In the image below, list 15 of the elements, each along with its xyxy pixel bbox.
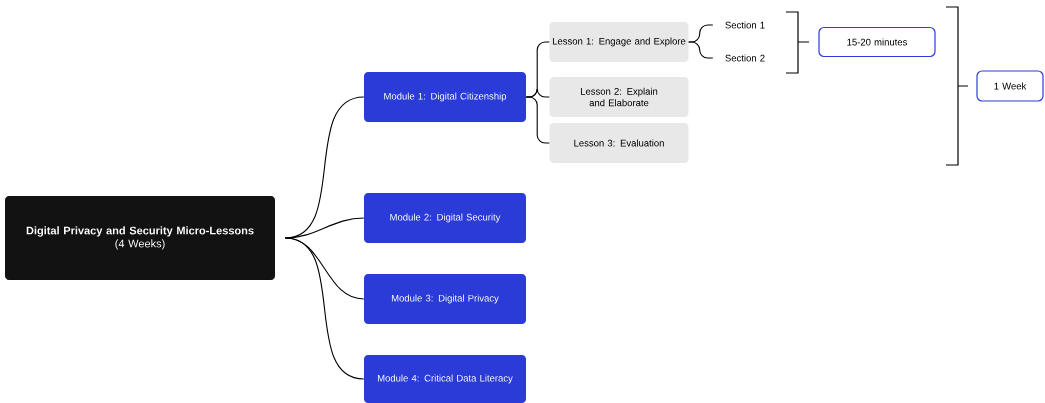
duration-box: 1 Week — [976, 70, 1044, 102]
connector-line — [525, 96, 550, 144]
lesson-box: Lesson 3: Evaluation — [549, 123, 689, 163]
module-box: Module 1: Digital Citizenship — [364, 72, 526, 122]
duration-box: 15-20 minutes — [818, 26, 936, 58]
section-label: Section 1 — [725, 21, 765, 29]
section-label: Section 2 — [725, 54, 765, 62]
module-box: Module 4: Critical Data Literacy — [364, 355, 526, 403]
connector-line — [688, 41, 714, 59]
connector-line — [284, 237, 365, 380]
lesson-box: Lesson 2: Explain and Elaborate — [549, 77, 689, 117]
lesson-box: Lesson 1: Engage and Explore — [549, 22, 689, 62]
module-box: Module 3: Digital Privacy — [364, 274, 526, 324]
title-box: Digital Privacy and Security Micro-Lessons (4 Weeks) — [5, 196, 275, 280]
module-box: Module 2: Digital Security — [364, 193, 526, 243]
